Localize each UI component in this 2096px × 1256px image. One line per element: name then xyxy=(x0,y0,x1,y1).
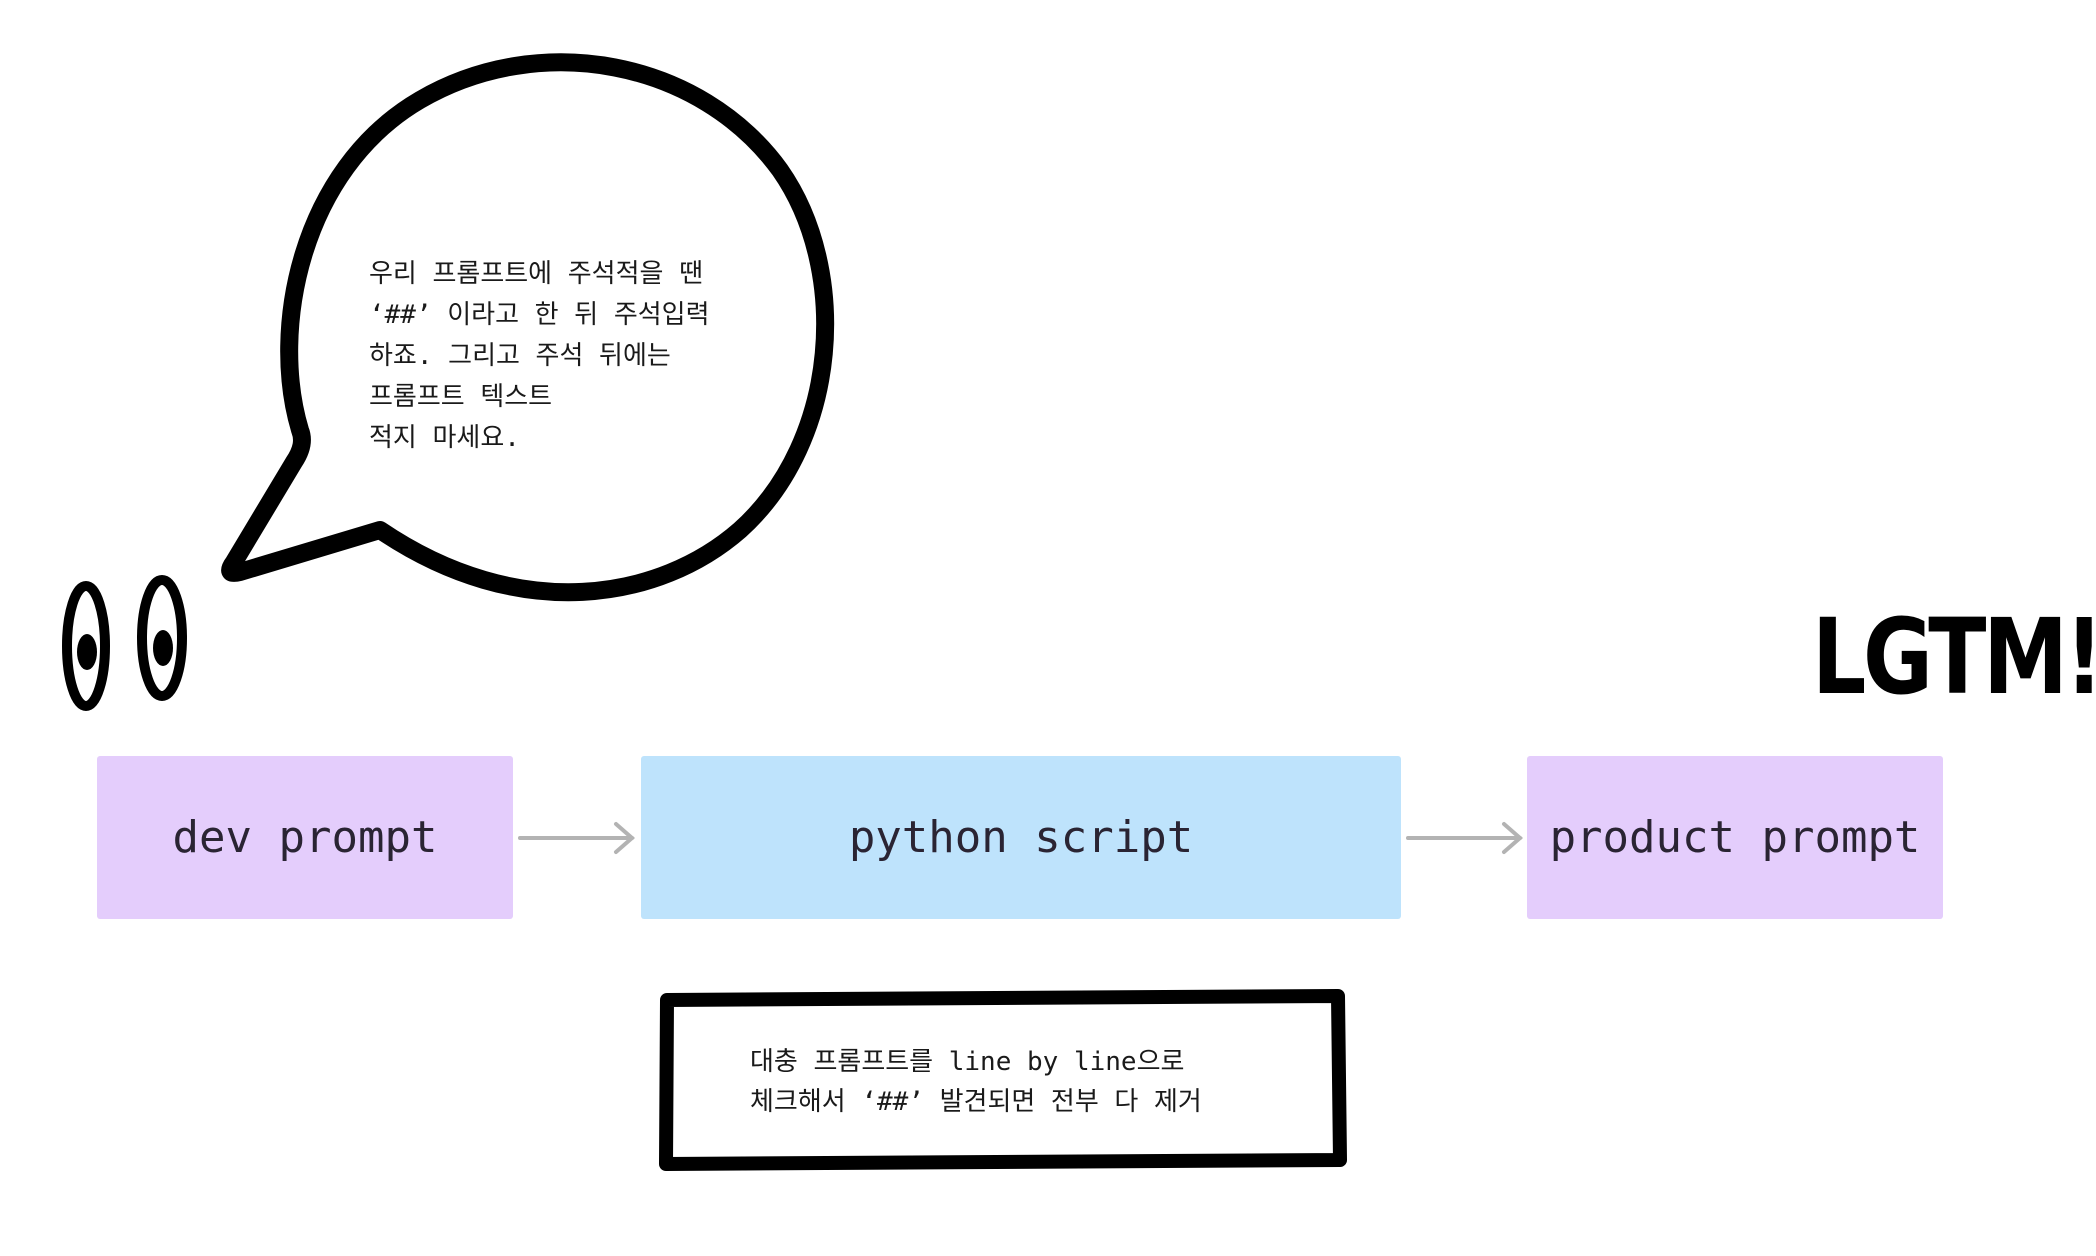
bubble-line: 적지 마세요. xyxy=(369,423,520,453)
node-python-script: python script xyxy=(641,756,1401,919)
bubble-line: 프롬프트 텍스트 xyxy=(369,382,553,412)
eyes-icon xyxy=(62,575,187,711)
bubble-line: 우리 프롬프트에 주석적을 땐 xyxy=(369,259,704,289)
bubble-line: 하죠. 그리고 주석 뒤에는 xyxy=(369,341,671,371)
arrow-script-to-product xyxy=(1406,822,1524,854)
arrow-dev-to-script xyxy=(518,822,636,854)
node-label: product prompt xyxy=(1549,812,1921,863)
node-dev-prompt: dev prompt xyxy=(97,756,513,919)
lgtm-label: LGTM! xyxy=(1812,596,2096,718)
note-line: 대충 프롬프트를 line by line으로 xyxy=(750,1047,1185,1077)
node-product-prompt: product prompt xyxy=(1527,756,1943,919)
bubble-line: ‘##’ 이라고 한 뒤 주석입력 xyxy=(369,300,710,330)
node-label: dev prompt xyxy=(172,812,438,863)
note-line: 체크해서 ‘##’ 발견되면 전부 다 제거 xyxy=(750,1087,1202,1117)
note-box-outline xyxy=(659,989,1347,1171)
node-label: python script xyxy=(848,812,1194,863)
speech-bubble-outline xyxy=(221,53,835,602)
